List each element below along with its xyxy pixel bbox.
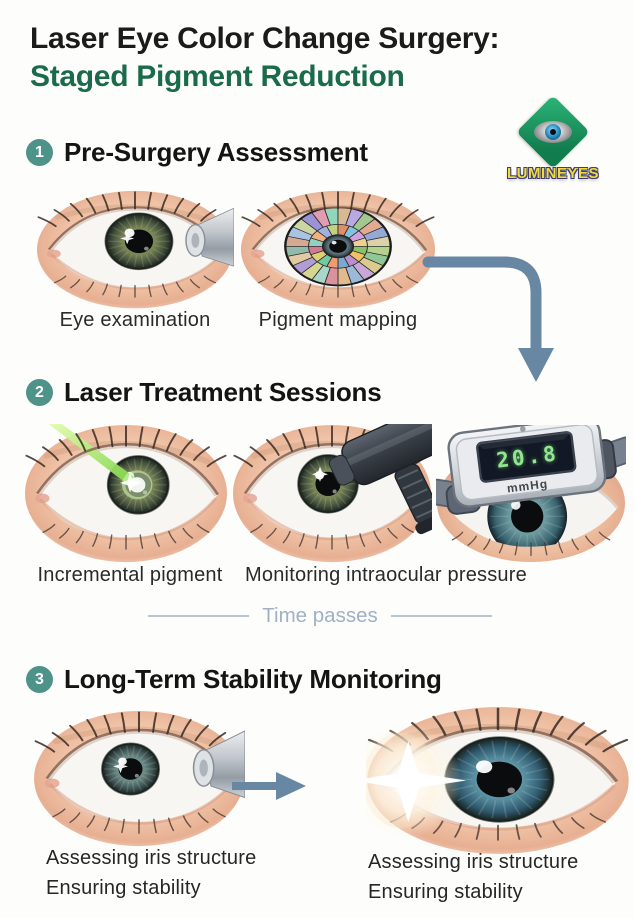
divider-label: Time passes	[262, 604, 378, 627]
right-arrow-icon	[232, 772, 306, 800]
divider-line-left	[148, 615, 250, 617]
caption-block-left: Assessing iris structure Ensuring stabil…	[46, 843, 256, 903]
caption-eye-examination: Eye examination	[59, 309, 211, 331]
section-3-heading: Long-Term Stability Monitoring	[64, 664, 442, 694]
step-2-badge: 2	[26, 379, 53, 406]
step-1-badge: 1	[26, 139, 53, 166]
title-line-2: Staged Pigment Reduction	[30, 60, 405, 93]
eye-examination-image	[36, 190, 234, 310]
iris-assessment-image	[33, 710, 245, 848]
caption-assessing-right: Assessing iris structure	[368, 851, 579, 873]
caption-monitoring-pressure: Monitoring intraocular pressure	[245, 564, 527, 586]
caption-block-right: Assessing iris structure Ensuring stabil…	[368, 847, 578, 907]
divider-line-right	[390, 615, 493, 617]
page-title: Laser Eye Color Change Surgery: Staged P…	[30, 20, 499, 96]
brand-logo: LUMINEYES	[502, 95, 604, 182]
section-3-header: 3 Long-Term Stability Monitoring	[26, 664, 442, 695]
caption-ensuring-right: Ensuring stability	[368, 881, 523, 903]
logo-eye-icon	[534, 121, 572, 143]
section-1-header: 1 Pre-Surgery Assessment	[26, 137, 368, 168]
pigment-mapping-image	[240, 190, 436, 310]
section-2-header: 2 Laser Treatment Sessions	[26, 377, 382, 408]
diamond-eye-logo-icon	[516, 95, 590, 169]
logo-pupil	[550, 129, 556, 135]
caption-pigment-mapping: Pigment mapping	[258, 309, 418, 331]
step-3-badge: 3	[26, 666, 53, 693]
pressure-device-image: 20.8 mmHg	[436, 425, 626, 563]
section-1-heading: Pre-Surgery Assessment	[64, 137, 368, 167]
caption-incremental-pigment: Incremental pigment	[37, 564, 223, 586]
stable-result-image	[366, 706, 630, 856]
brand-name: LUMINEYES	[506, 165, 599, 182]
laser-treatment-image	[24, 424, 228, 564]
title-line-1: Laser Eye Color Change Surgery:	[30, 22, 500, 55]
tonometry-probe-image	[232, 424, 432, 564]
caption-ensuring-left: Ensuring stability	[46, 877, 201, 899]
caption-assessing-left: Assessing iris structure	[46, 847, 257, 869]
section-2-heading: Laser Treatment Sessions	[64, 377, 382, 407]
curved-down-arrow-icon	[422, 256, 554, 382]
time-passes-divider: Time passes	[148, 604, 493, 628]
